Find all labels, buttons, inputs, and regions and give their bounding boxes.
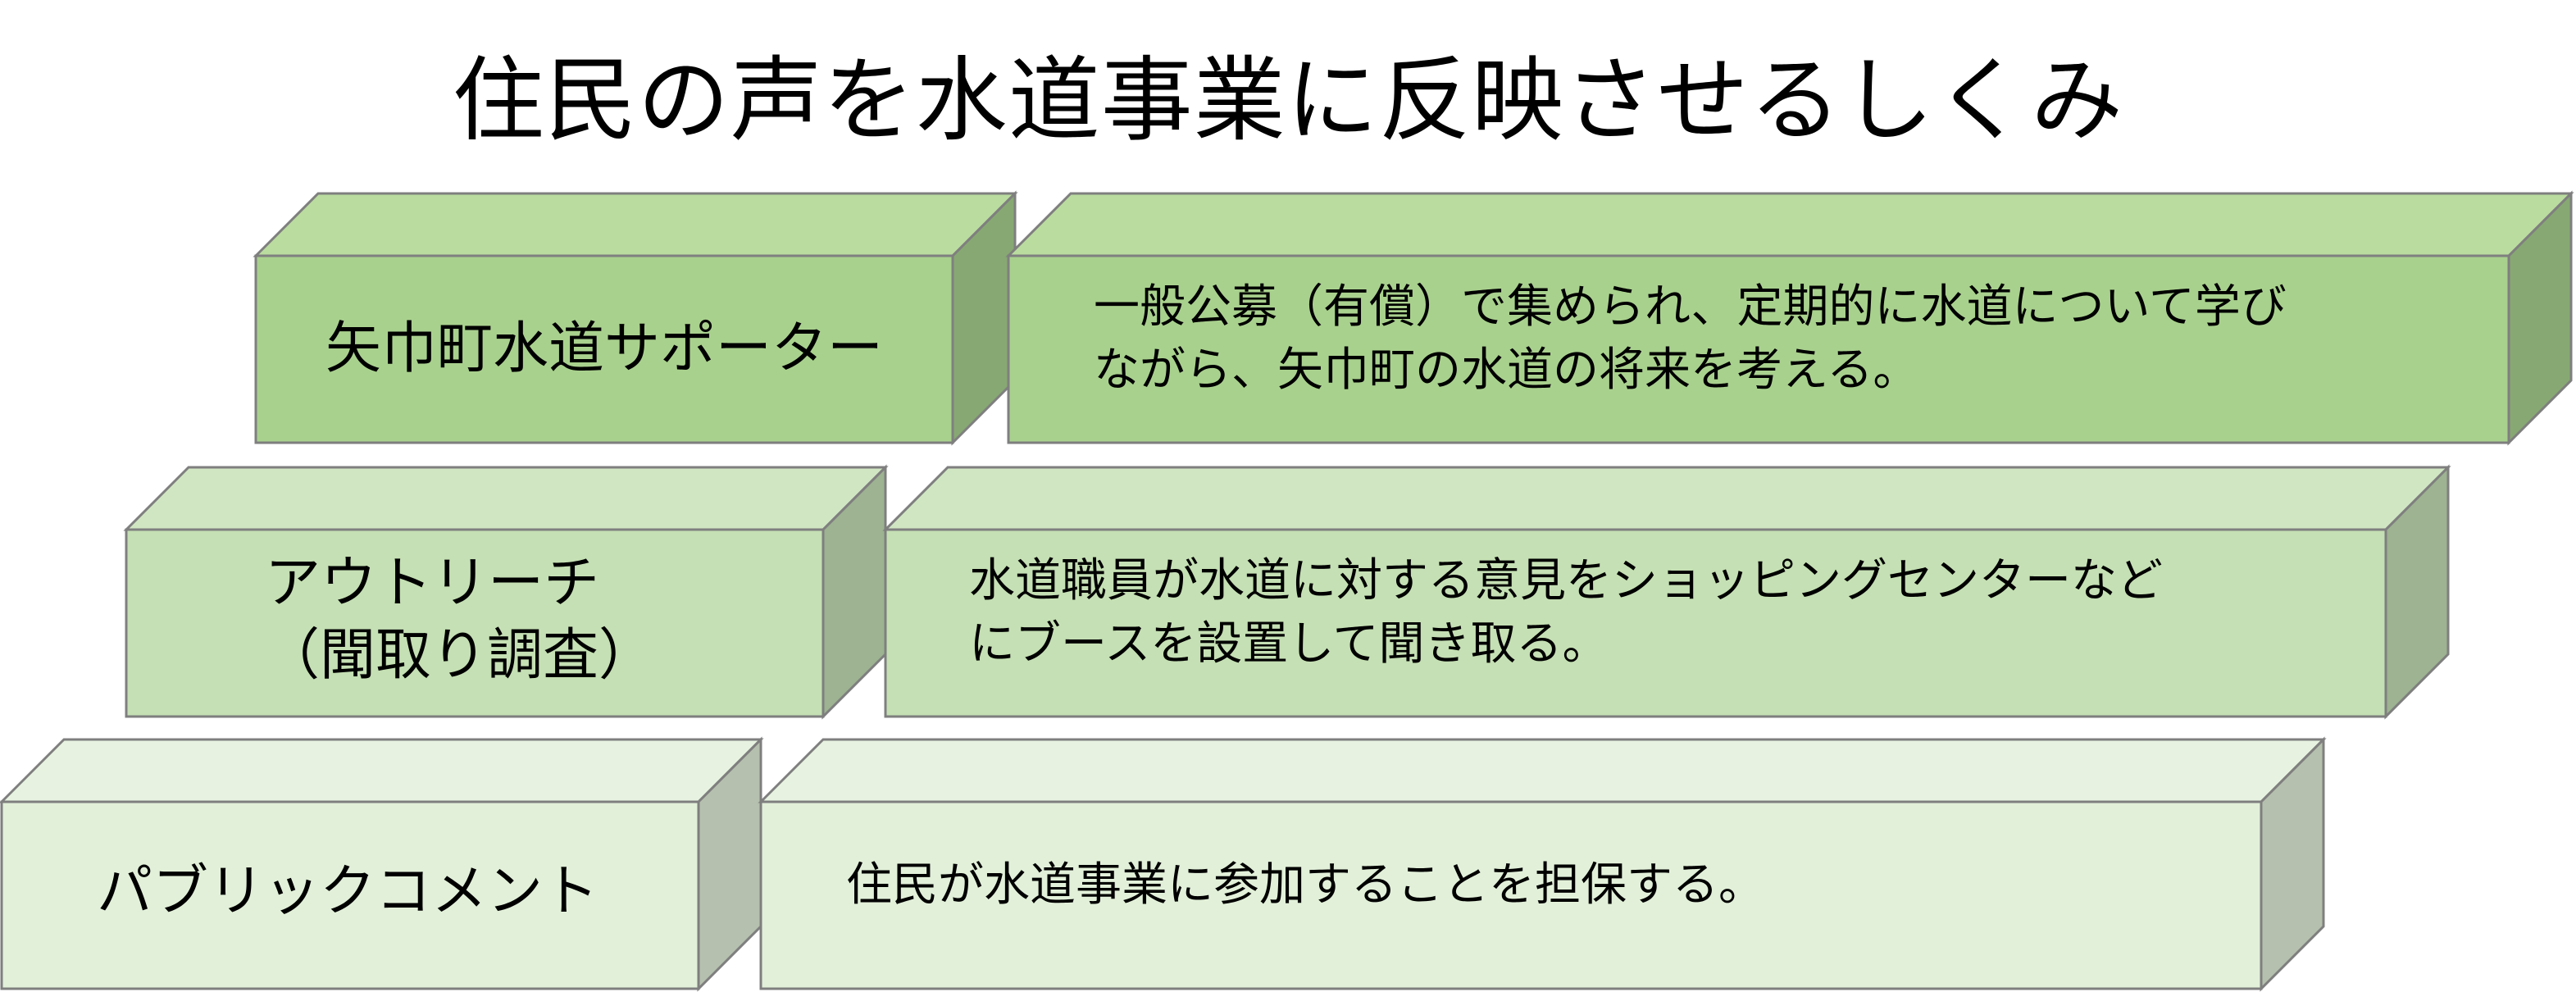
- row-1-description-line-2: ながら、矢巾町の水道の将来を考える。: [1094, 344, 1918, 397]
- row-2-description-box-top: [882, 466, 2451, 531]
- row-2-label-box-top: [123, 466, 889, 531]
- row-2: アウトリーチ （聞取り調査） 水道職員が水道に対する意見をショッピングセンターな…: [123, 464, 2451, 720]
- svg-text:矢巾町水道サポーター: 矢巾町水道サポーター: [325, 316, 883, 381]
- row-3-label-box: パブリックコメント: [0, 736, 764, 992]
- row-1-label-box: 矢巾町水道サポーター: [253, 190, 1018, 446]
- row-3-description-box-front: [759, 800, 2263, 990]
- row-3-description-box: 住民が水道事業に参加することを担保する。: [758, 736, 2327, 992]
- row-1-description-box-top: [1005, 192, 2574, 257]
- row-1-label-box-front: [254, 254, 954, 444]
- row-3-description-box-top: [758, 738, 2327, 803]
- page-title: 住民の声を水道事業に反映させるしくみ: [452, 48, 2124, 154]
- row-3-description-line-1: 住民が水道事業に参加することを担保する。: [846, 858, 1764, 912]
- row-2-description-box: 水道職員が水道に対する意見をショッピングセンターなど にブースを設置して聞き取る…: [882, 464, 2451, 720]
- row-2-description-line-1: 水道職員が水道に対する意見をショッピングセンターなど: [969, 554, 2163, 607]
- svg-text:一般公募（有償）で集められ、定期的に水道について学び: 一般公募（有償）で集められ、定期的に水道について学び ながら、矢巾町の水道の将来…: [1094, 280, 2301, 397]
- row-1: 矢巾町水道サポーター 一般公募（有償）で集められ、定期的に水道について学び なが…: [253, 190, 2574, 446]
- svg-text:水道職員が水道に対する意見をショッピングセンターなど: 水道職員が水道に対する意見をショッピングセンターなど にブースを設置して聞き取る…: [969, 554, 2178, 671]
- svg-text:パブリックコメント: パブリックコメント: [97, 859, 598, 924]
- row-2-label-line-1: アウトリーチ: [265, 551, 599, 616]
- row-1-label-line-1: 矢巾町水道サポーター: [325, 316, 883, 381]
- row-3-label-box-front: [0, 800, 700, 990]
- row-1-description-box: 一般公募（有償）で集められ、定期的に水道について学び ながら、矢巾町の水道の将来…: [1005, 190, 2574, 446]
- row-2-description-line-2: にブースを設置して聞き取る。: [969, 617, 1609, 671]
- row-2-description-box-front: [884, 528, 2387, 718]
- row-2-label-line-2: （聞取り調査）: [264, 623, 654, 688]
- svg-text:住民が水道事業に参加することを担保する。: 住民が水道事業に参加することを担保する。: [846, 858, 1764, 912]
- row-2-label-box: アウトリーチ （聞取り調査）: [123, 464, 889, 720]
- row-3-label-line-1: パブリックコメント: [97, 859, 598, 924]
- row-1-description-line-1: 一般公募（有償）で集められ、定期的に水道について学び: [1094, 280, 2287, 334]
- row-1-label-box-top: [253, 192, 1018, 257]
- row-3-label-box-top: [0, 738, 764, 803]
- row-3: パブリックコメント 住民が水道事業に参加することを担保する。: [0, 736, 2327, 992]
- row-1-description-box-front: [1007, 254, 2510, 444]
- svg-text:アウトリーチ （聞取り調査）: アウトリーチ （聞取り調査）: [264, 551, 654, 688]
- row-2-label-box-front: [125, 528, 825, 718]
